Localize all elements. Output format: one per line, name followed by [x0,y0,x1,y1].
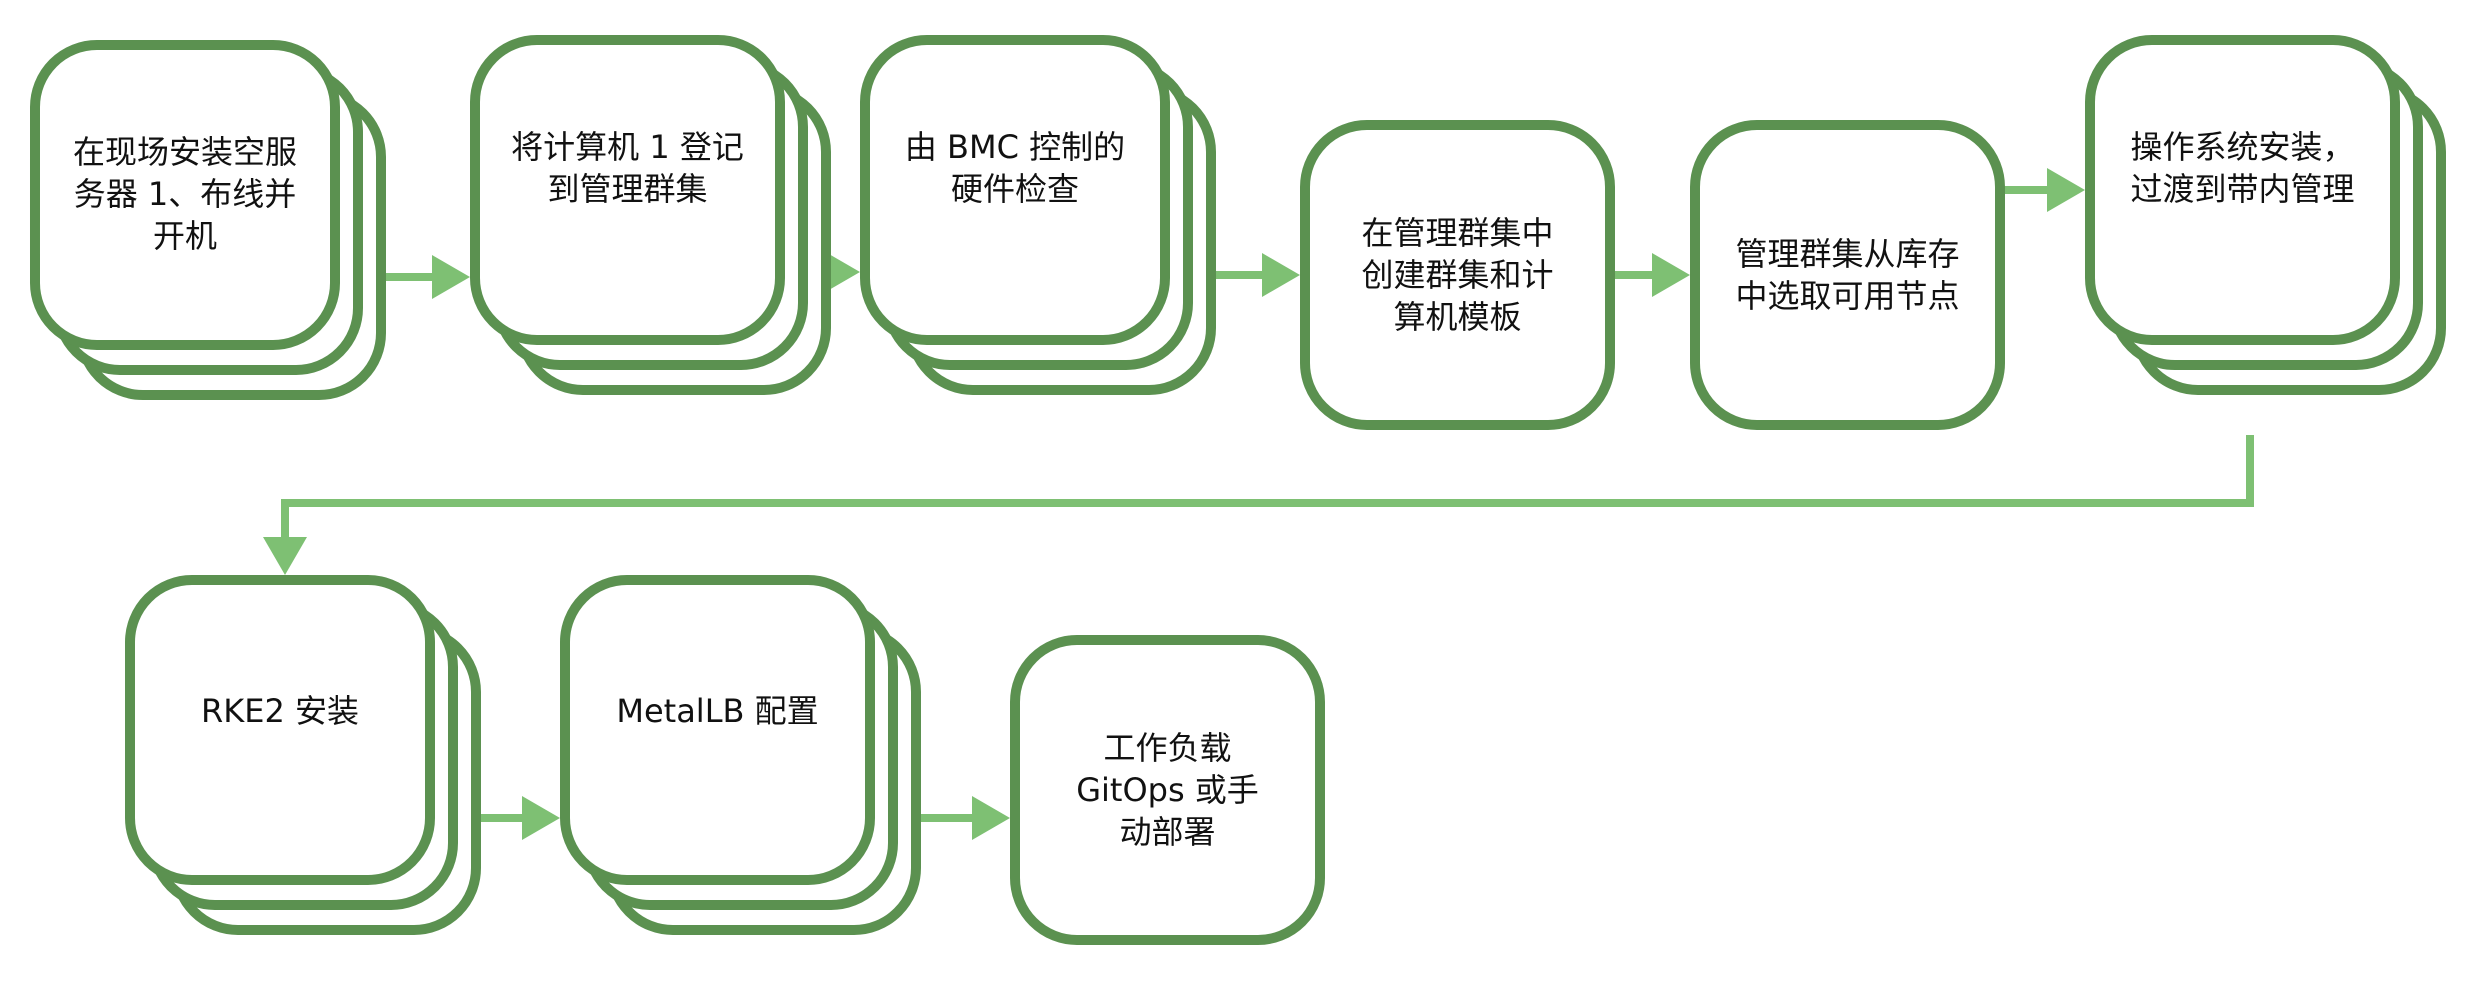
flow-step-1-box [30,40,340,350]
flow-step-6-box [2085,35,2400,345]
connector-s4-to-s5-arrowhead [1652,253,1690,297]
flow-step-4-label-line-3: 算机模板 [1393,298,1521,336]
flow-step-3-label-line-1: 由 BMC 控制的 [905,128,1125,166]
connector-s1-to-s2-arrowhead [432,255,470,299]
flow-step-7: RKE2 安装 [125,575,481,935]
flow-step-1-label-line-2: 务器 1、布线并 [74,175,297,213]
flow-step-4-box [1300,120,1615,430]
flow-step-3-label-line-2: 硬件检查 [951,170,1079,208]
flow-step-7-box [125,575,435,885]
flow-step-8-box [560,575,875,885]
flow-step-8-label-line-1: MetalLB 配置 [616,692,818,730]
flow-step-1-label-line-3: 开机 [153,217,217,255]
flow-step-6: 操作系统安装， 过渡到带内管理 [2085,35,2446,395]
flow-step-5-box [1690,120,2005,430]
flow-step-2-label-line-1: 将计算机 1 登记 [511,128,744,166]
flow-step-7-label-line-1: RKE2 安装 [201,692,359,730]
flow-step-9-label-line-3: 动部署 [1119,813,1215,851]
connector-s6-to-s7 [281,435,2254,543]
connector-s6-to-s7-arrowhead [263,537,307,575]
flow-step-8: MetalLB 配置 [560,575,921,935]
flow-step-9-box [1010,635,1325,945]
flow-step-2-box [470,35,785,345]
connector-s2-to-s3-arrowhead [822,250,860,294]
flow-step-4-label-line-1: 在管理群集中 [1361,214,1553,252]
connector-s5-to-s6-arrowhead [2047,168,2085,212]
flow-step-5-label-line-1: 管理群集从库存 [1735,235,1959,273]
flow-step-2-label-line-2: 到管理群集 [547,170,707,208]
flow-step-6-label-line-1: 操作系统安装， [2130,128,2354,166]
connector-s3-to-s4-arrowhead [1262,253,1300,297]
flow-step-9-label-line-1: 工作负载 [1103,729,1231,767]
flow-step-1-label-line-1: 在现场安装空服 [73,133,297,171]
flow-step-4-label-line-2: 创建群集和计 [1361,256,1553,294]
connector-s7-to-s8-arrowhead [522,796,560,840]
flow-step-6-label-line-2: 过渡到带内管理 [2130,170,2354,208]
flow-step-5-label-line-2: 中选取可用节点 [1735,277,1959,315]
connectors [263,168,2254,840]
flow-step-3-box [860,35,1170,345]
connector-s8-to-s9-arrowhead [972,796,1010,840]
flow-step-9-label-line-2: GitOps 或手 [1076,771,1259,809]
